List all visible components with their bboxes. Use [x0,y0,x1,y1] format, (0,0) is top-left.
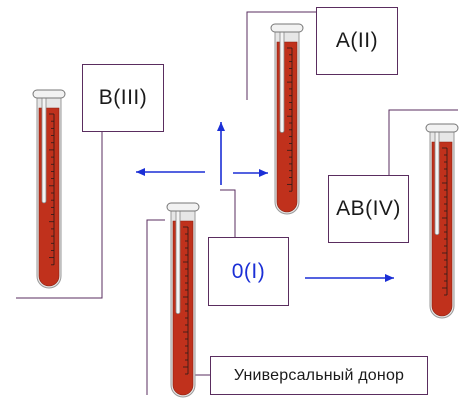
label-group-a: A(II) [316,7,398,75]
tube-group-b [32,89,66,289]
donor-group-text: 0(I) [231,259,266,283]
arrow-to-group-ab [305,274,394,282]
universal-donor-text: Универсальный донор [233,366,405,384]
group-b-text: B(III) [98,86,148,109]
arrow-up [217,122,225,185]
group-a-text: A(II) [335,29,379,52]
line-to-a [246,11,316,100]
caption-universal-donor: Универсальный донор [210,356,428,395]
line-donor [220,189,236,237]
test-tubes [32,23,459,398]
transfusion-arrows [136,122,394,282]
label-group-ab: AB(IV) [328,175,409,243]
connector-lines [16,11,458,395]
line-to-b [16,132,103,299]
tube-donor-group [166,202,200,398]
tube-group-ab [425,123,459,319]
tube-group-a [270,23,304,215]
label-donor-group: 0(I) [208,237,289,306]
arrow-to-group-b [136,168,205,176]
line-to-ab [388,109,458,175]
line-caption [146,219,165,395]
arrow-to-group-a [233,169,268,177]
label-group-b: B(III) [82,64,164,132]
group-ab-text: AB(IV) [336,197,401,220]
